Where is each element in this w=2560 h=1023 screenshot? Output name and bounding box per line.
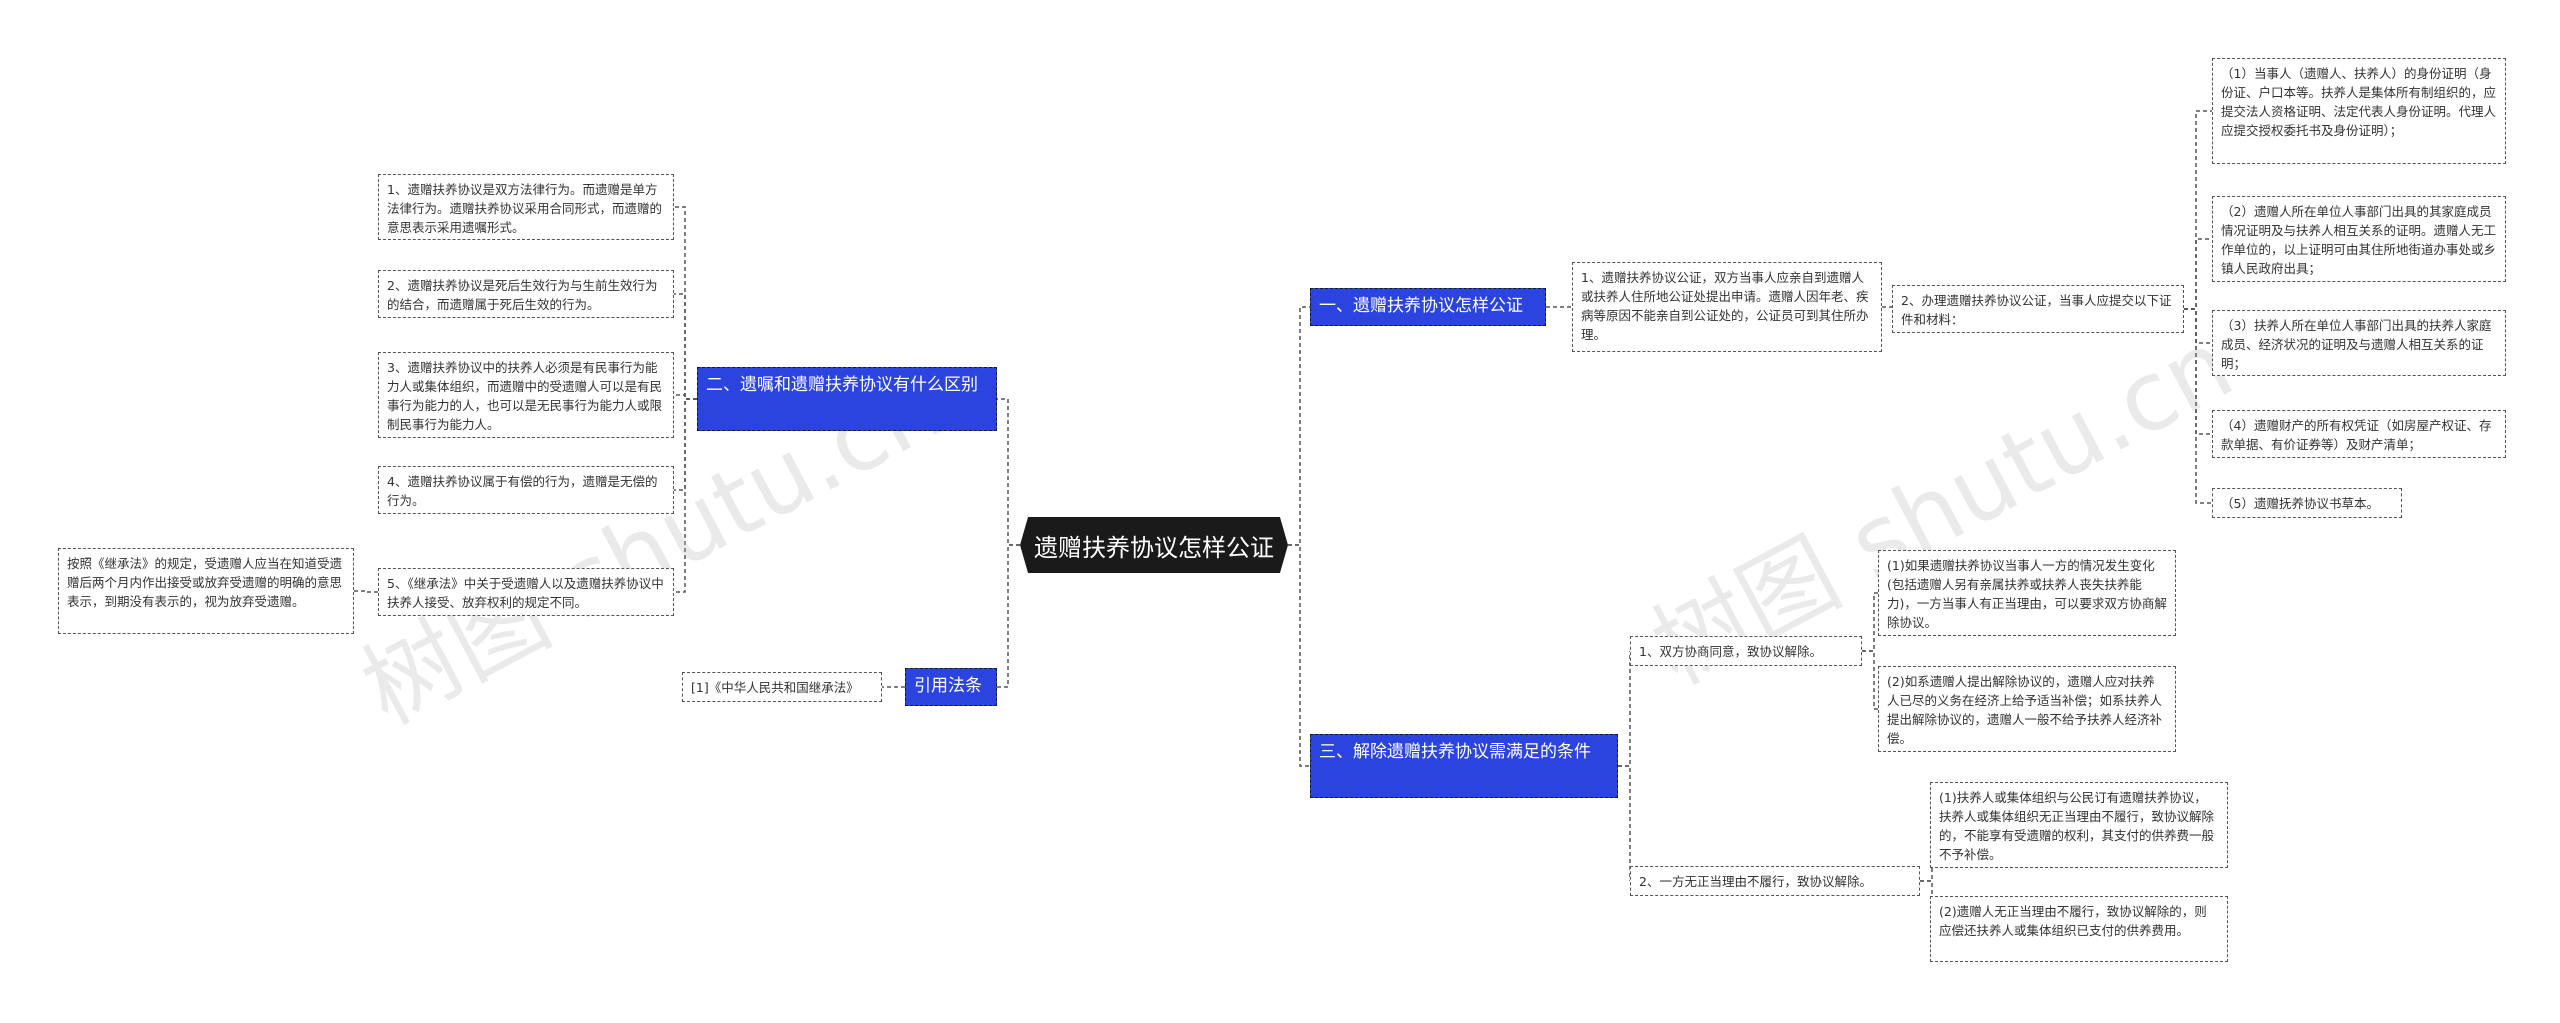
- connector-root-b4: [997, 544, 1020, 688]
- connector-root-b2: [997, 398, 1020, 546]
- branch-termination-conditions[interactable]: 三、解除遗赠扶养协议需满足的条件: [1310, 734, 1618, 798]
- connector-b3-b3_2: [1618, 765, 1631, 881]
- leaf-doc-draft[interactable]: （5）遗赠抚养协议书草本。: [2212, 488, 2402, 518]
- connector-b1_2-b1_2_3: [2184, 308, 2212, 344]
- branch-cited-law[interactable]: 引用法条: [905, 668, 997, 706]
- leaf-doc-family-supporter[interactable]: （3）扶养人所在单位人事部门出具的扶养人家庭成员、经济状况的证明及与遗赠人相互关…: [2212, 310, 2506, 376]
- connector-b2-b2_3: [674, 394, 697, 400]
- leaf-required-documents[interactable]: 2、办理遗赠扶养协议公证，当事人应提交以下证件和材料：: [1892, 285, 2184, 333]
- leaf-doc-family-bequeather[interactable]: （2）遗赠人所在单位人事部门出具的其家庭成员情况证明及与扶养人相互关系的证明。遗…: [2212, 196, 2506, 282]
- leaf-mutual-consent[interactable]: 1、双方协商同意，致协议解除。: [1630, 636, 1862, 666]
- leaf-difference-3[interactable]: 3、遗赠扶养协议中的扶养人必须是有民事行为能力人或集体组织，而遗赠中的受遗赠人可…: [378, 352, 674, 438]
- connector-b2_5-b2_5_1: [354, 590, 378, 593]
- connector-root-b3: [1288, 544, 1310, 767]
- connector-b2-b2_2: [674, 293, 697, 400]
- connector-b1_2-b1_2_4: [2184, 308, 2212, 435]
- leaf-doc-identity[interactable]: （1）当事人（遗赠人、扶养人）的身份证明（身份证、户口本等。扶养人是集体所有制组…: [2212, 58, 2506, 164]
- connector-b3_1-b3_1_1: [1862, 592, 1878, 652]
- connector-b3_1-b3_1_2: [1862, 650, 1878, 710]
- connector-root-b1: [1288, 306, 1310, 546]
- leaf-difference-2[interactable]: 2、遗赠扶养协议是死后生效行为与生前生效行为的结合，而遗赠属于死后生效的行为。: [378, 270, 674, 318]
- connector-b3-b3_1: [1618, 651, 1631, 767]
- branch-will-vs-agreement[interactable]: 二、遗嘱和遗赠扶养协议有什么区别: [697, 367, 997, 431]
- leaf-difference-4[interactable]: 4、遗赠扶养协议属于有偿的行为，遗赠是无偿的行为。: [378, 466, 674, 514]
- leaf-mutual-consent-detail-2[interactable]: (2)如系遗赠人提出解除协议的，遗赠人应对扶养人已尽的义务在经济上给予适当补偿；…: [1878, 666, 2176, 752]
- leaf-notarize-application[interactable]: 1、遗赠扶养协议公证，双方当事人应亲自到遗赠人或扶养人住所地公证处提出申请。遗赠…: [1572, 262, 1882, 352]
- leaf-difference-1[interactable]: 1、遗赠扶养协议是双方法律行为。而遗赠是单方法律行为。遗赠扶养协议采用合同形式，…: [378, 174, 674, 240]
- leaf-succession-law-rule[interactable]: 按照《继承法》的规定，受遗赠人应当在知道受遗赠后两个月内作出接受或放弃受遗赠的明…: [58, 548, 354, 634]
- connector-b1_2-b1_2_1: [2184, 110, 2212, 310]
- leaf-difference-5[interactable]: 5、《继承法》中关于受遗赠人以及遗赠扶养协议中扶养人接受、放弃权利的规定不同。: [378, 568, 674, 616]
- leaf-mutual-consent-detail-1[interactable]: (1)如果遗赠扶养协议当事人一方的情况发生变化(包括遗赠人另有亲属扶养或扶养人丧…: [1878, 550, 2176, 636]
- branch-how-to-notarize[interactable]: 一、遗赠扶养协议怎样公证: [1310, 288, 1546, 326]
- connector-b2-b2_5: [674, 398, 697, 593]
- connector-b1_2-b1_2_2: [2184, 238, 2212, 310]
- leaf-nonperformance-detail-1[interactable]: (1)扶养人或集体组织与公民订有遗赠扶养协议，扶养人或集体组织无正当理由不履行，…: [1930, 782, 2228, 868]
- leaf-nonperformance-detail-2[interactable]: (2)遗赠人无正当理由不履行，致协议解除的，则应偿还扶养人或集体组织已支付的供养…: [1930, 896, 2228, 962]
- root-topic[interactable]: 遗赠扶养协议怎样公证: [1020, 517, 1288, 573]
- leaf-succession-law-citation[interactable]: [1]《中华人民共和国继承法》: [682, 672, 882, 702]
- leaf-unjustified-nonperformance[interactable]: 2、一方无正当理由不履行，致协议解除。: [1630, 866, 1920, 896]
- leaf-doc-property[interactable]: （4）遗赠财产的所有权凭证（如房屋产权证、存款单据、有价证券等）及财产清单；: [2212, 410, 2506, 458]
- connector-b1_2-b1_2_5: [2184, 308, 2212, 504]
